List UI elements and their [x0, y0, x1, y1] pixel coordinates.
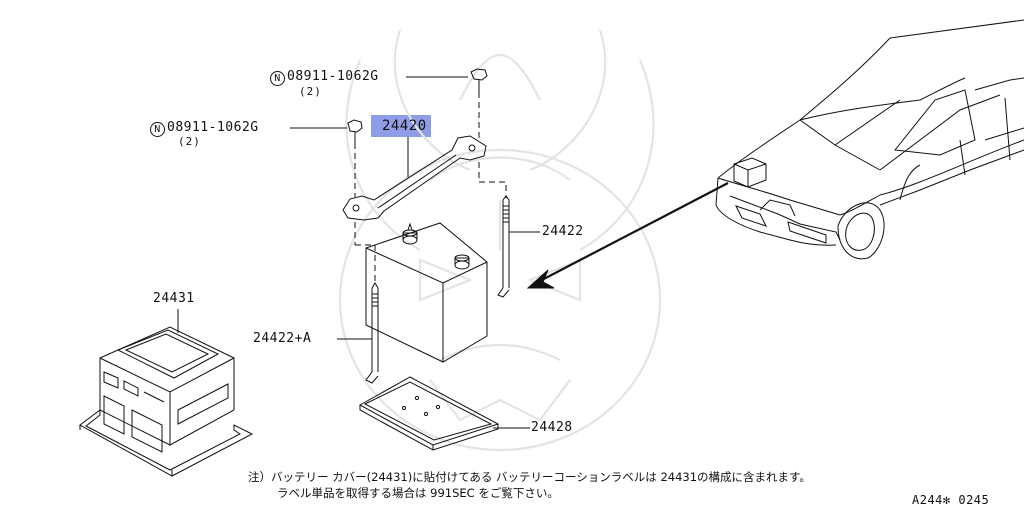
- callout-rod-left[interactable]: 24422+A: [253, 331, 312, 346]
- nut-left-part-number: 08911-1062G: [167, 120, 259, 135]
- hold-down-bracket: [342, 135, 487, 221]
- callout-nut-top-qty: (2): [299, 85, 322, 98]
- battery-tray: [358, 376, 500, 451]
- nut-mark-circle: N: [270, 71, 285, 86]
- callout-tray[interactable]: 24428: [531, 420, 573, 435]
- nut-mark-circle: N: [150, 122, 165, 137]
- note-line-1: 注）バッテリー カバー(24431)に貼付けてある バッテリーコーションラベルは…: [248, 470, 811, 484]
- vehicle-battery-marker: [733, 157, 767, 188]
- part-highlight: [371, 115, 431, 137]
- nut-top: [470, 68, 488, 92]
- nut-top-part-number: 08911-1062G: [287, 69, 379, 84]
- dash-bracket-right: [478, 162, 507, 198]
- diagram-id: A244✻ 0245: [912, 493, 990, 507]
- location-arrow: [526, 182, 729, 289]
- callout-nut-left-qty: (2): [178, 135, 201, 148]
- vehicle-outline: [715, 19, 1024, 260]
- rod-left: [365, 282, 379, 384]
- nut-left: [347, 119, 363, 143]
- battery: [365, 222, 488, 363]
- callout-cover[interactable]: 24431: [153, 291, 195, 306]
- callout-bracket[interactable]: 24420: [382, 118, 427, 134]
- battery-cover: [79, 326, 254, 477]
- rod-right: [497, 195, 510, 298]
- note-line-2: ラベル単品を取得する場合は 991SEC をご覧下さい。: [277, 486, 559, 500]
- callout-rod-right[interactable]: 24422: [542, 224, 584, 239]
- watermark-emblem: [338, 29, 662, 452]
